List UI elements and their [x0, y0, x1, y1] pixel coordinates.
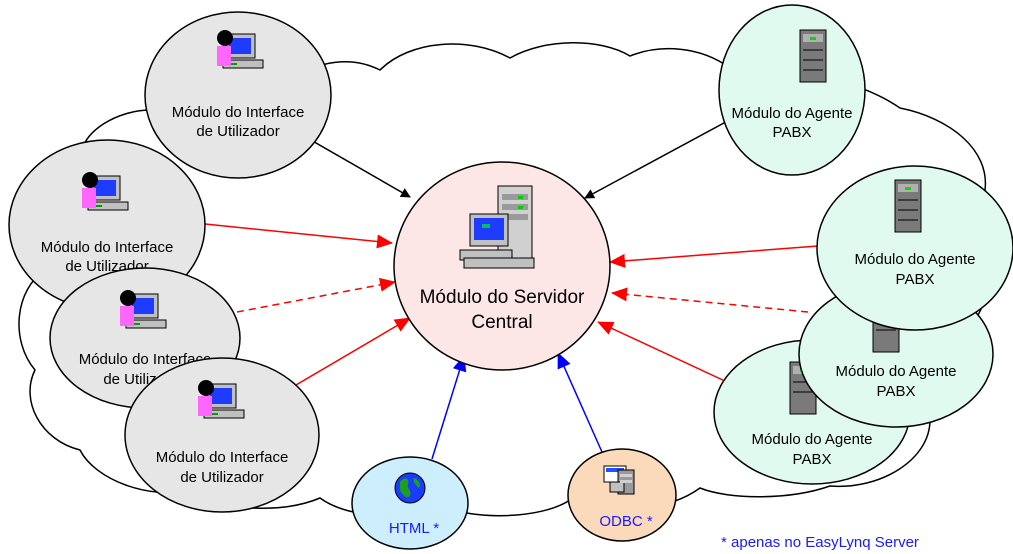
odbc-label: ODBC *	[599, 513, 653, 530]
arrow-ag3-server	[611, 287, 809, 313]
footnote: * apenas no EasyLynq Server	[721, 534, 919, 551]
user-workstation-icon	[217, 30, 264, 69]
ui-node-2-line1: Módulo do Interface	[41, 239, 174, 256]
server-tower-icon	[799, 29, 827, 83]
arrow-ag1-server	[584, 116, 736, 199]
agent-node-4-line1: Módulo do Agente	[752, 431, 873, 448]
database-icon	[603, 465, 635, 495]
ui-node-4-line1: Módulo do Interface	[156, 449, 289, 466]
agent-node-1-line1: Módulo do Agente	[732, 105, 853, 122]
agent-node-2-line2: PABX	[896, 271, 935, 288]
ui-node-4-line2: de Utilizador	[180, 469, 263, 486]
html-node: HTML *	[351, 456, 469, 550]
arrow-odbc-server	[557, 352, 603, 453]
arrow-ui3-server	[236, 277, 396, 313]
ui-node-4: Módulo do Interface de Utilizador	[124, 357, 320, 513]
user-workstation-icon	[120, 290, 167, 329]
arrow-ui2-server	[204, 223, 393, 249]
agent-node-3-line1: Módulo do Agente	[836, 363, 957, 380]
central-server-line2: Central	[471, 312, 532, 333]
arrow-ui4-server	[295, 317, 411, 386]
agent-node-3-line2: PABX	[877, 383, 916, 400]
html-label: HTML *	[389, 520, 439, 537]
ui-node-1-line1: Módulo do Interface	[172, 104, 305, 121]
central-server-node: Módulo do Servidor Central	[393, 161, 611, 371]
server-tower-icon	[894, 179, 922, 233]
globe-icon	[394, 472, 426, 504]
user-workstation-icon	[82, 172, 129, 211]
central-server-icon	[459, 185, 535, 269]
arrow-ag2-server	[609, 245, 819, 268]
agent-node-2-line1: Módulo do Agente	[855, 251, 976, 268]
agent-node-1-line2: PABX	[773, 124, 812, 141]
agent-node-4-line2: PABX	[793, 451, 832, 468]
agent-node-2: Módulo do Agente PABX	[816, 165, 1013, 331]
central-server-line1: Módulo do Servidor	[420, 287, 585, 308]
odbc-node: ODBC *	[567, 448, 677, 542]
ui-node-3-line1: Módulo do Interface	[79, 351, 212, 368]
arrow-html-server	[431, 355, 467, 460]
ui-node-1: Módulo do Interface de Utilizador	[144, 11, 332, 179]
ui-node-1-line2: de Utilizador	[196, 123, 279, 140]
arrow-ag4-server	[597, 321, 728, 383]
user-workstation-icon	[198, 380, 245, 419]
agent-node-1: Módulo do Agente PABX	[718, 4, 866, 176]
